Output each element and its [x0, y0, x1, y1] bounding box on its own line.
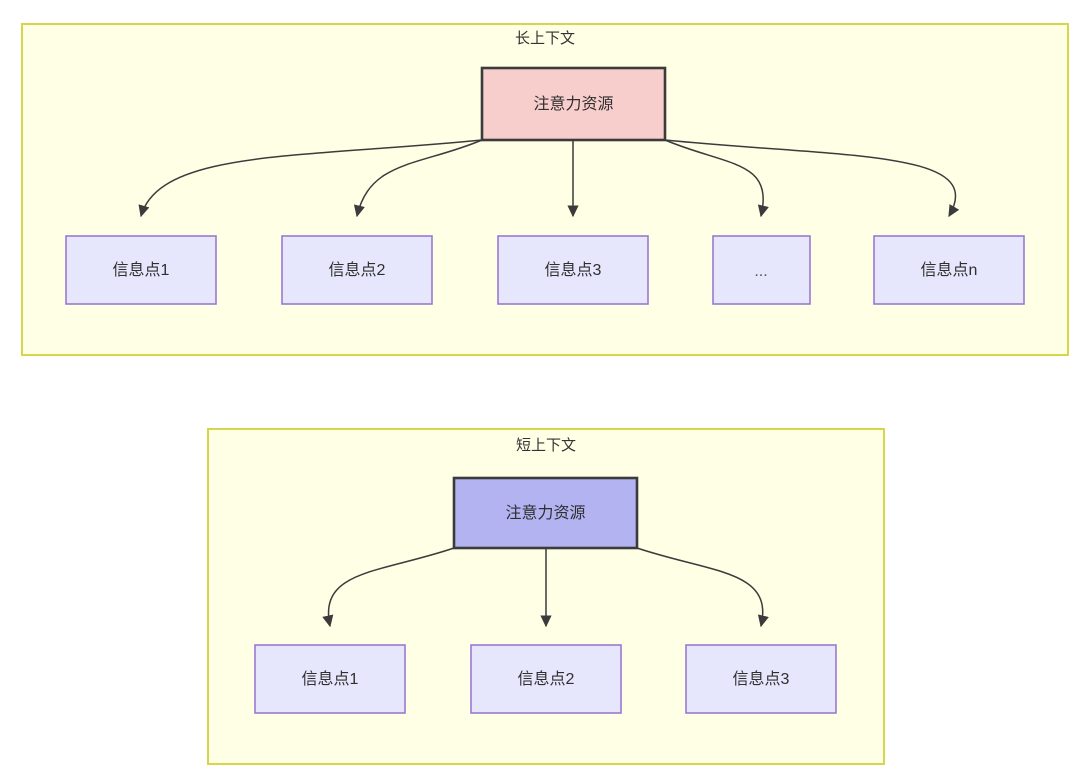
node-info-1-box[interactable]: [65, 235, 217, 305]
node-info-s1[interactable]: 信息点1: [254, 644, 406, 714]
node-info-1[interactable]: 信息点1: [65, 235, 217, 305]
group-long-context: 长上下文 注意力资源 信息点1 信息点2: [21, 23, 1069, 356]
group-title-short-context: 短上下文: [516, 437, 576, 454]
node-info-s2-label: 信息点2: [518, 670, 575, 688]
node-info-s1-box[interactable]: [254, 644, 406, 714]
node-info-s3-label: 信息点3: [733, 670, 790, 688]
node-info-s3[interactable]: 信息点3: [685, 644, 837, 714]
node-attention-long-box[interactable]: [480, 66, 667, 142]
node-info-s1-label: 信息点1: [302, 670, 359, 688]
node-info-n-label: 信息点n: [921, 261, 978, 279]
edge-attention-to-info-2[interactable]: [353, 139, 483, 218]
node-attention-short-label: 注意力资源: [505, 503, 585, 522]
node-info-ellipsis-box[interactable]: [712, 235, 811, 305]
node-attention-long-label: 注意力资源: [533, 94, 613, 113]
edge-attention-short-to-info-s3[interactable]: [636, 547, 769, 628]
node-attention-short[interactable]: 注意力资源: [452, 476, 639, 550]
node-attention-short-box[interactable]: [452, 476, 639, 550]
edge-attention-to-info-ellipsis[interactable]: [664, 139, 769, 218]
node-info-n[interactable]: 信息点n: [873, 235, 1025, 305]
node-info-3-label: 信息点3: [545, 261, 602, 279]
node-attention-long[interactable]: 注意力资源: [480, 66, 667, 142]
node-info-3[interactable]: 信息点3: [497, 235, 649, 305]
node-info-3-box[interactable]: [497, 235, 649, 305]
edge-attention-to-info-n[interactable]: [664, 139, 960, 218]
edge-attention-to-info-1[interactable]: [138, 139, 483, 218]
edges-long-context: [138, 139, 960, 218]
node-info-s2-box[interactable]: [470, 644, 622, 714]
node-info-s3-box[interactable]: [685, 644, 837, 714]
node-info-2-label: 信息点2: [329, 261, 386, 279]
group-title-long-context: 长上下文: [515, 30, 575, 47]
node-info-2[interactable]: 信息点2: [281, 235, 433, 305]
node-info-s2[interactable]: 信息点2: [470, 644, 622, 714]
node-info-ellipsis-label: ...: [754, 263, 767, 280]
node-info-2-box[interactable]: [281, 235, 433, 305]
group-short-context: 短上下文 注意力资源 信息点1 信息点2: [207, 428, 885, 765]
node-info-1-label: 信息点1: [113, 261, 170, 279]
edges-short-context: [322, 547, 769, 628]
edge-attention-short-to-info-s1[interactable]: [322, 547, 455, 628]
node-info-n-box[interactable]: [873, 235, 1025, 305]
node-info-ellipsis[interactable]: ...: [712, 235, 811, 305]
